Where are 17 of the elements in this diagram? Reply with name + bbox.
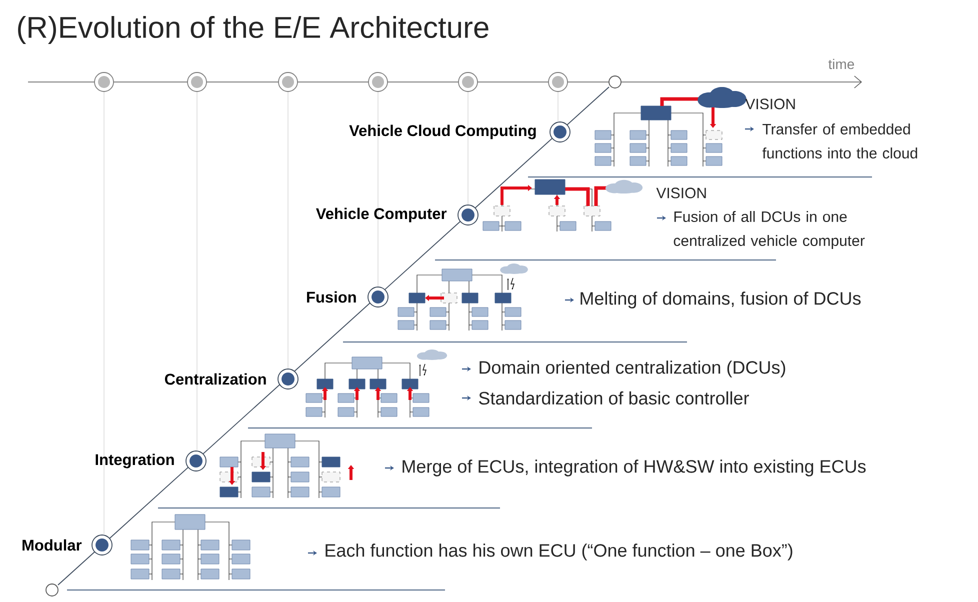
description-text: Domain oriented centralization (DCUs) (480, 360, 786, 378)
description-text: Merge of ECUs, integration of HW&SW into existing ECUs (402, 460, 866, 476)
stage-label: Vehicle Cloud Computing (349, 124, 536, 140)
axis-label: time (828, 58, 854, 70)
description-text: Transfer of embedded functions into the cloud (762, 124, 918, 158)
description-text: Melting of domains, fusion of DCUs (580, 292, 861, 308)
stage-label: Vehicle Computer (316, 208, 447, 222)
stage-label: Fusion (307, 291, 356, 303)
heading-text: VISION (745, 98, 795, 110)
stage-label: Integration (96, 454, 174, 468)
title: (R)Evolution of the E/E Architecture (18, 16, 488, 44)
heading-text: VISION (656, 188, 706, 198)
description-text: Standardization of basic controller (479, 391, 749, 405)
description-text: Each function has his own ECU (“One function – one Box”) (326, 544, 792, 560)
description-text: Fusion of all DCUs in one centralized vehicle computer (674, 211, 865, 249)
stage-label: Centralization (164, 373, 266, 385)
stage-label: Modular (22, 539, 82, 551)
